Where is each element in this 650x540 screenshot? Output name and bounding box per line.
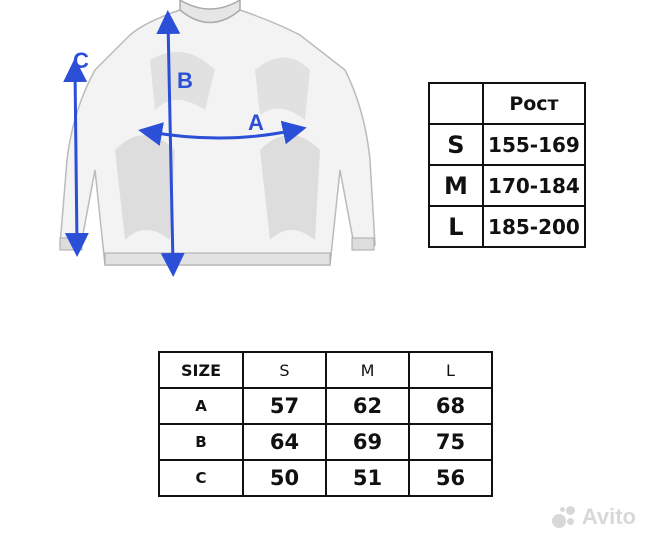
height-size-cell: S: [428, 123, 484, 166]
size-value-cell: 51: [325, 459, 410, 497]
height-range-cell: 185-200: [481, 205, 587, 248]
height-table: Рост S 155-169 M 170-184 L 185-200: [428, 82, 587, 248]
size-value-cell: 50: [242, 459, 327, 497]
watermark-text: Avito: [581, 504, 636, 529]
height-table-row: M 170-184: [428, 164, 587, 207]
size-table-header-m: M: [325, 351, 410, 389]
size-value-cell: 75: [408, 423, 493, 461]
size-table: SIZE S M L A 57 62 68 B 64 69 75 C 50 51…: [158, 351, 493, 497]
size-table-row: B 64 69 75: [158, 423, 493, 461]
measure-b-label: B: [177, 68, 193, 93]
jersey-shape: [59, 0, 376, 266]
size-table-header-row: SIZE S M L: [158, 351, 493, 389]
size-row-label: B: [158, 423, 244, 461]
size-row-label: A: [158, 387, 244, 425]
size-value-cell: 62: [325, 387, 410, 425]
height-table-header: Рост: [481, 82, 587, 125]
jersey-illustration: C B A: [55, 0, 405, 290]
height-table-corner-cell: [428, 82, 484, 125]
size-row-label: C: [158, 459, 244, 497]
height-size-cell: L: [428, 205, 484, 248]
size-table-header-s: S: [242, 351, 327, 389]
avito-logo-icon: [551, 504, 578, 530]
height-range-cell: 170-184: [481, 164, 587, 207]
measure-c-label: C: [73, 48, 89, 73]
height-size-cell: M: [428, 164, 484, 207]
measure-c-arrow: [63, 58, 89, 257]
size-value-cell: 57: [242, 387, 327, 425]
height-table-row: L 185-200: [428, 205, 587, 248]
height-table-header-row: Рост: [428, 82, 587, 125]
size-value-cell: 56: [408, 459, 493, 497]
size-value-cell: 64: [242, 423, 327, 461]
size-table-header-size: SIZE: [158, 351, 244, 389]
size-table-row: C 50 51 56: [158, 459, 493, 497]
height-table-row: S 155-169: [428, 123, 587, 166]
size-table-row: A 57 62 68: [158, 387, 493, 425]
measure-a-label: A: [248, 110, 264, 135]
size-table-header-l: L: [408, 351, 493, 389]
height-range-cell: 155-169: [481, 123, 587, 166]
size-value-cell: 69: [325, 423, 410, 461]
measure-a-arrow: [138, 120, 307, 146]
size-value-cell: 68: [408, 387, 493, 425]
avito-watermark: Avito: [551, 504, 636, 530]
